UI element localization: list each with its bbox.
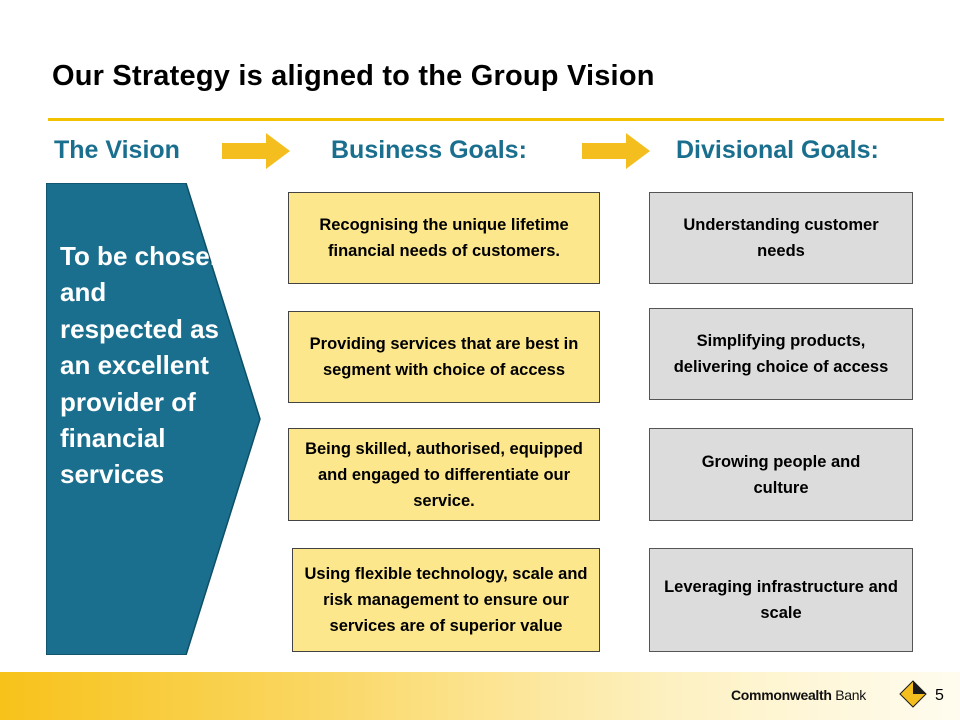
right-arrow-icon [582,133,650,169]
page-number: 5 [935,687,944,704]
bank-logo-icon [899,680,927,708]
vision-chevron [46,183,261,655]
business-goals-heading: Business Goals: [331,136,527,164]
divisional-goal-1: Understanding customer needs [649,192,913,284]
footer-bar [0,672,960,720]
vision-statement: To be chosen and respected as an excelle… [60,241,226,490]
business-goal-1: Recognising the unique lifetime financia… [288,192,600,284]
title-divider [48,118,944,121]
right-arrow-icon [222,133,290,169]
brand-name: Commonwealth Bank [731,687,866,703]
slide-title: Our Strategy is aligned to the Group Vis… [52,60,655,92]
business-goal-2: Providing services that are best in segm… [288,311,600,403]
divisional-goal-4: Leveraging infrastructure and scale [649,548,913,652]
divisional-goals-heading: Divisional Goals: [676,136,879,164]
divisional-goal-3: Growing people and culture [649,428,913,521]
business-goal-4: Using flexible technology, scale and ris… [292,548,600,652]
brand-name-light: Bank [831,687,866,703]
brand-name-bold: Commonwealth [731,687,832,703]
divisional-goal-2: Simplifying products, delivering choice … [649,308,913,400]
business-goal-3: Being skilled, authorised, equipped and … [288,428,600,521]
vision-heading: The Vision [54,136,180,164]
